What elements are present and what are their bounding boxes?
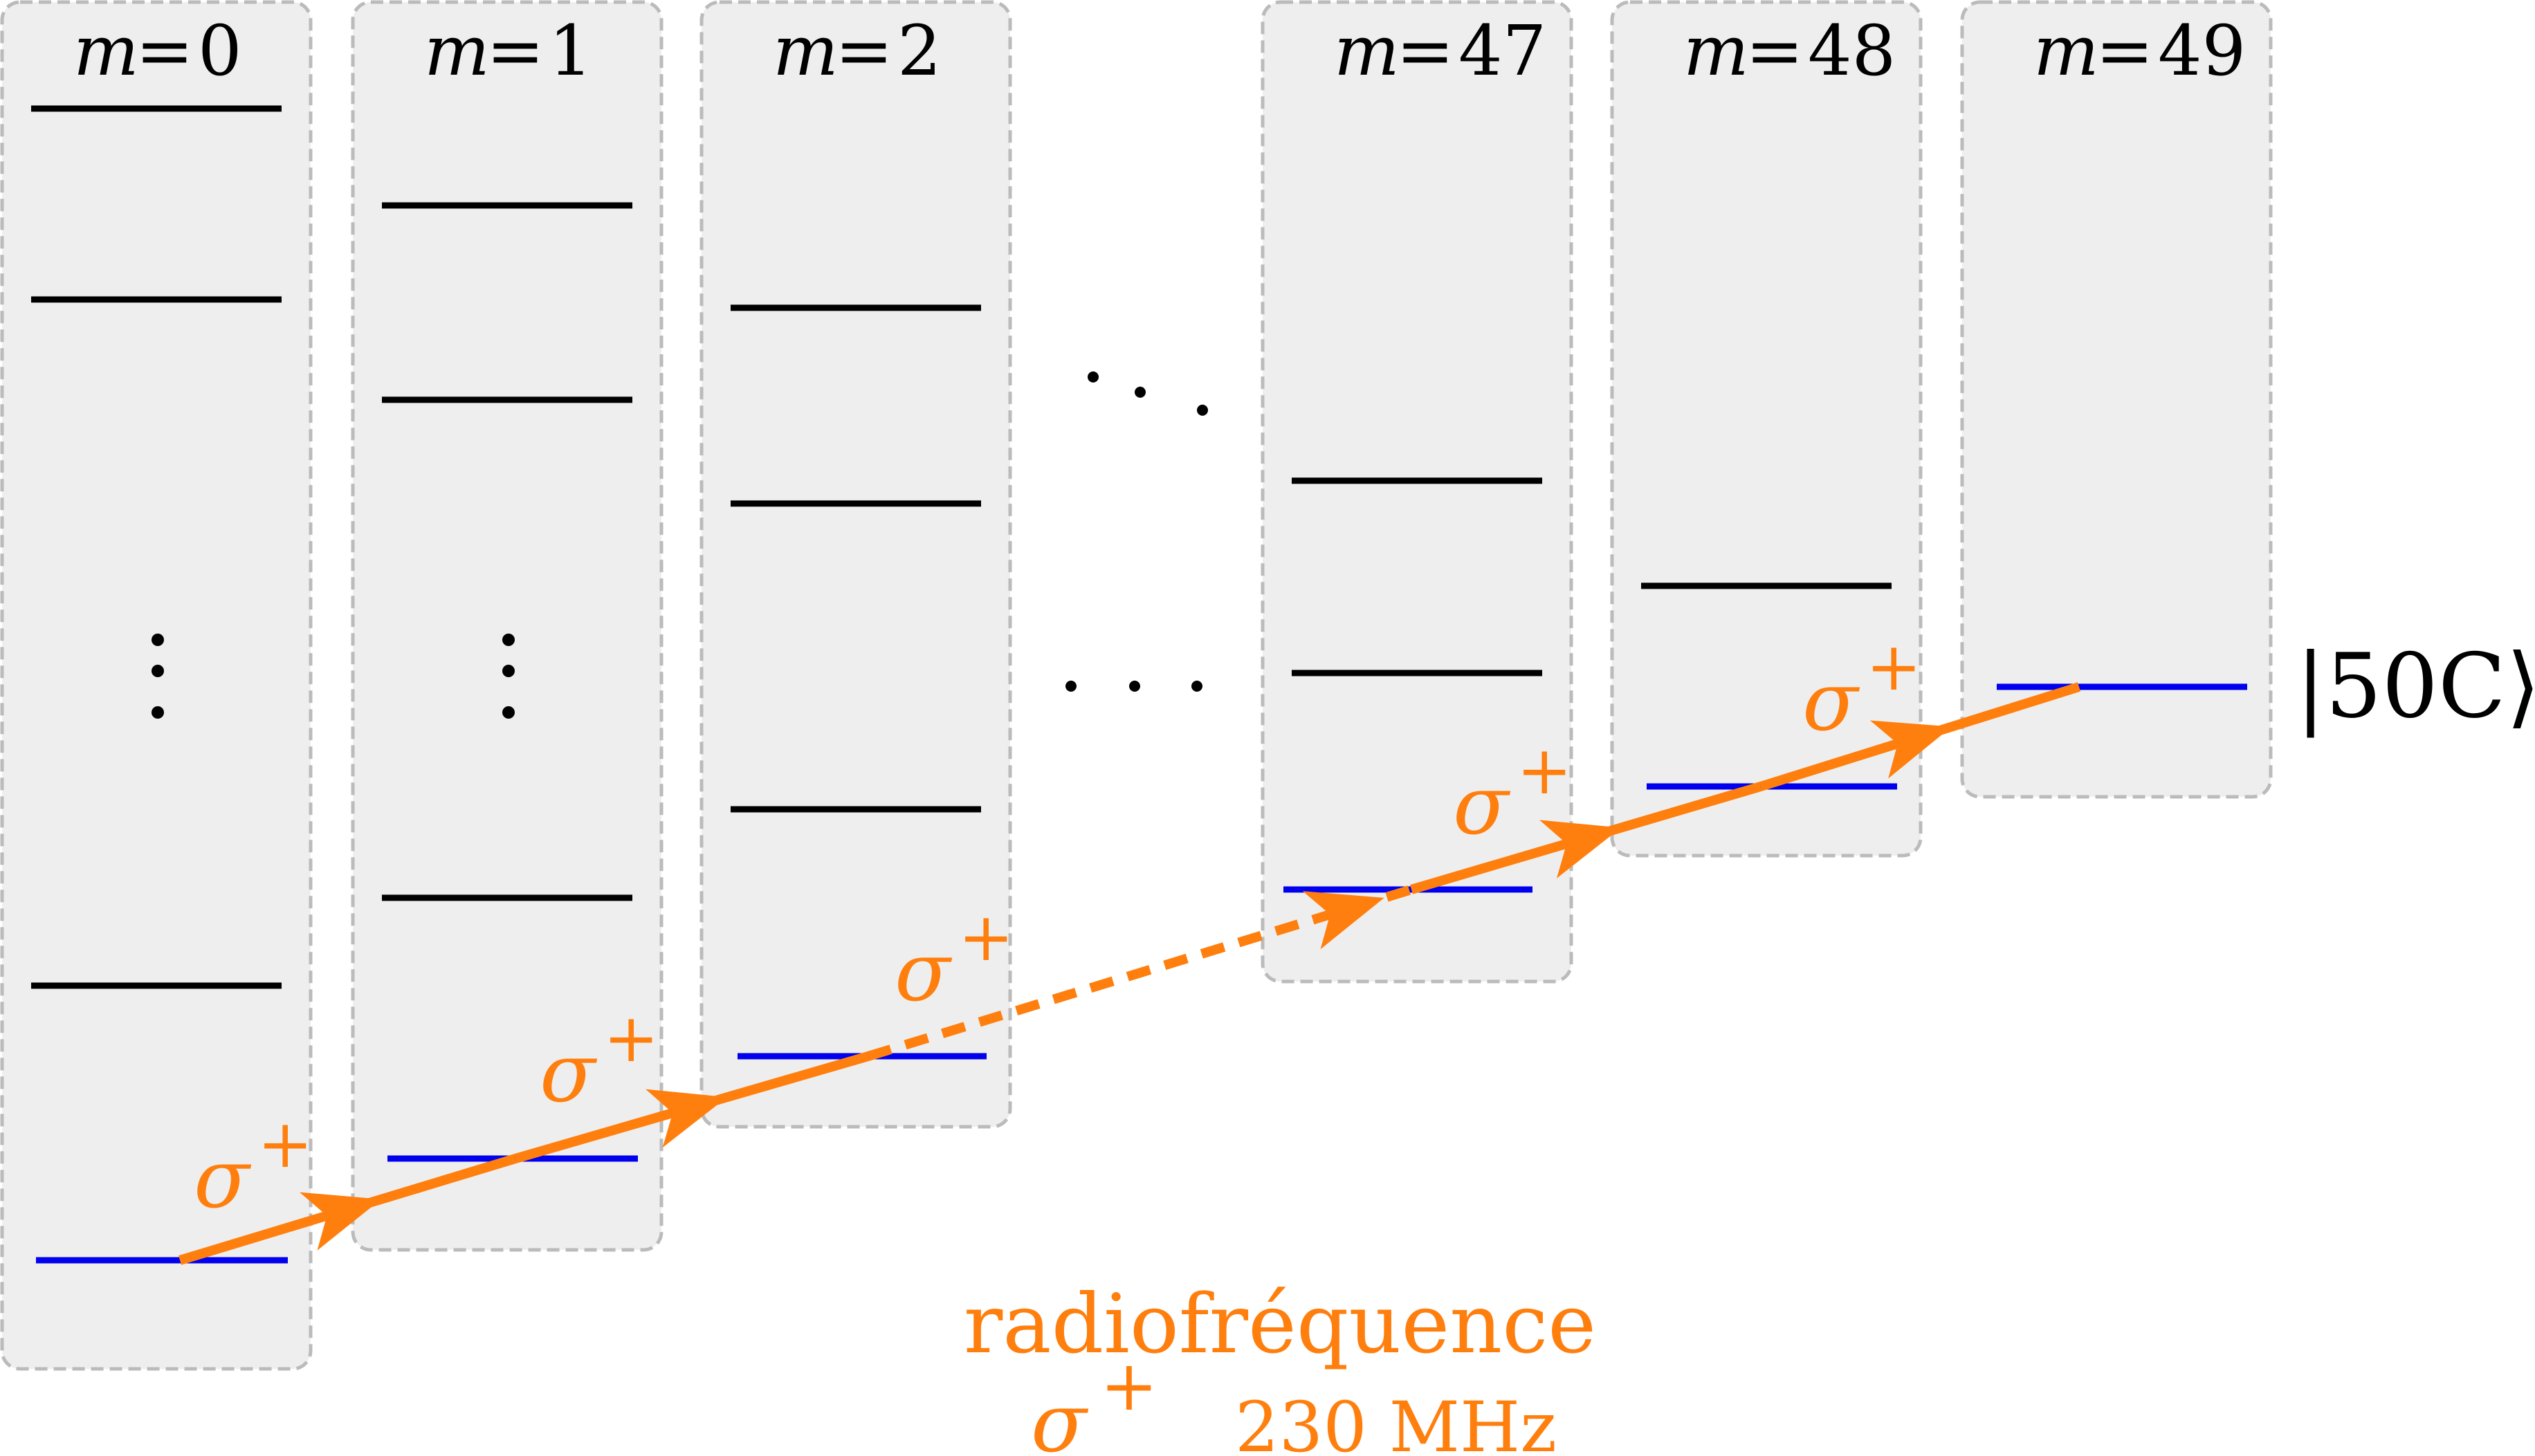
panel-m-0 xyxy=(0,0,313,1371)
panel-m-2 xyxy=(699,0,1012,1129)
sigma-plus-superscript: + xyxy=(603,999,659,1077)
panel-m-1 xyxy=(351,0,664,1252)
panel-m-47 xyxy=(1261,0,1573,984)
sigma-plus-symbol: σ xyxy=(540,1025,598,1121)
upper-ellipsis xyxy=(1088,371,1208,416)
footer-sigma-symbol: σ xyxy=(1031,1375,1089,1456)
panel-header-value: 47 xyxy=(1458,10,1546,91)
transition-arrowhead xyxy=(1539,820,1621,878)
panel-header-equals: = xyxy=(1396,10,1454,91)
sigma-plus-superscript: + xyxy=(257,1105,313,1183)
energy-levels xyxy=(31,105,2247,1264)
panel-header-equals: = xyxy=(486,10,544,91)
footer-sigma-superscript: + xyxy=(1100,1345,1158,1426)
panel-header-m-symbol: m xyxy=(773,10,839,91)
vertical-ellipsis-dot xyxy=(502,665,515,677)
panel-header-equals: = xyxy=(2096,10,2154,91)
sigma-plus-superscript: + xyxy=(1866,628,1921,706)
sigma-plus-superscript: + xyxy=(1517,732,1572,809)
vertical-ellipsis-dot xyxy=(152,706,164,719)
panel-m-49 xyxy=(1960,0,2273,799)
panel-header-m-symbol: m xyxy=(1683,10,1749,91)
panel-header-equals: = xyxy=(1746,10,1804,91)
panel-header-equals: = xyxy=(136,10,194,91)
footer-frequency: 230 MHz xyxy=(1235,1387,1557,1456)
sigma-plus-transitions: σ+σ+σ+σ+σ+ xyxy=(178,628,2081,1265)
panel-header-value: 48 xyxy=(1808,10,1896,91)
panel-header-m-symbol: m xyxy=(424,10,490,91)
footer-title: radiofréquence xyxy=(964,1276,1596,1372)
sigma-plus-symbol: σ xyxy=(1453,757,1511,853)
panel-header-equals: = xyxy=(835,10,893,91)
panel-header-m-symbol: m xyxy=(73,10,139,91)
transition-arrowhead xyxy=(646,1089,727,1148)
panel-header-m-symbol: m xyxy=(1334,10,1400,91)
panel-m-48 xyxy=(1610,0,1923,858)
state-label-50c: |50C⟩ xyxy=(2296,635,2535,738)
transition-arrowhead xyxy=(1869,720,1952,779)
vertical-ellipsis-dot xyxy=(502,634,515,646)
vertical-ellipsis-dot xyxy=(152,634,164,646)
vertical-ellipsis-dot xyxy=(152,665,164,677)
sigma-plus-symbol: σ xyxy=(1802,654,1860,749)
transition-arrow-dashed xyxy=(866,885,1413,1061)
vertical-ellipsis-dot xyxy=(502,706,515,719)
panel-header-m-symbol: m xyxy=(2033,10,2099,91)
panel-header-value: 49 xyxy=(2158,10,2246,91)
transition-arrowhead xyxy=(1302,891,1384,950)
panel-header-value: 0 xyxy=(198,10,242,91)
middle-ellipsis xyxy=(1065,681,1202,692)
panel-header-value: 2 xyxy=(897,10,942,91)
sigma-plus-symbol: σ xyxy=(895,924,953,1020)
sigma-plus-superscript: + xyxy=(958,899,1014,976)
transition-arrowhead xyxy=(299,1192,381,1251)
sigma-plus-symbol: σ xyxy=(194,1131,252,1226)
panel-header-value: 1 xyxy=(549,10,593,91)
